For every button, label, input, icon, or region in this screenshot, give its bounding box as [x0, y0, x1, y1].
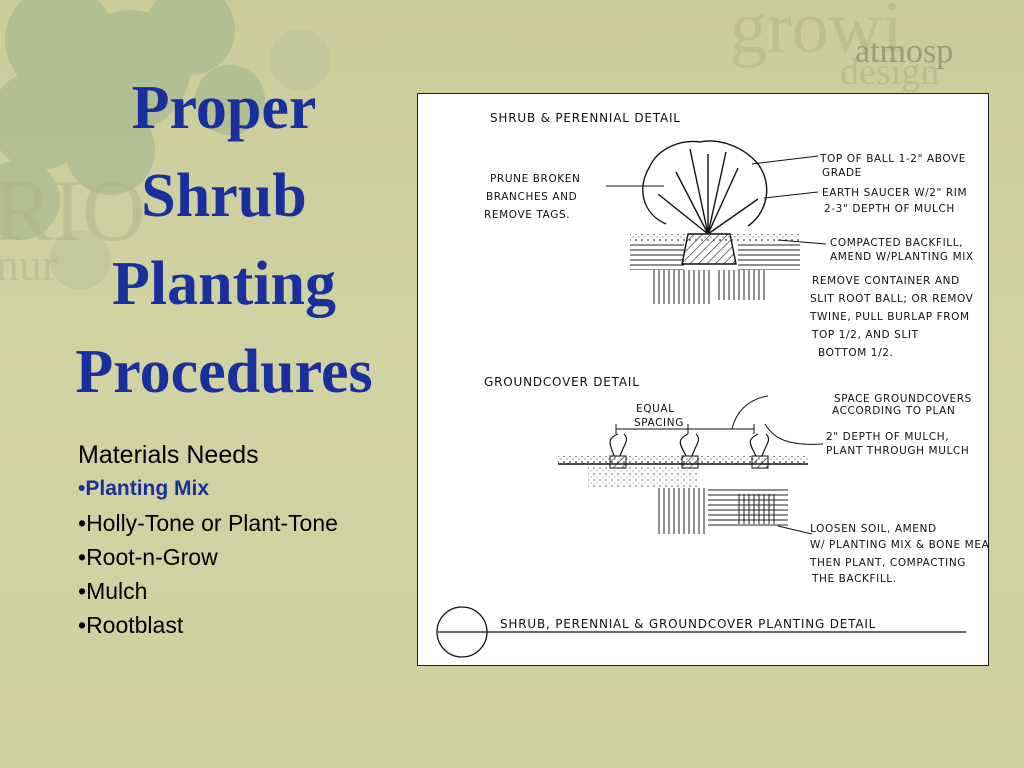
groundcover-plants — [609, 433, 770, 457]
list-item: •Root-n-Grow — [78, 544, 218, 570]
list-item: •Holly-Tone or Plant-Tone — [78, 510, 338, 536]
svg-text:PRUNE BROKEN: PRUNE BROKEN — [490, 173, 580, 185]
materials-heading: Materials Needs — [78, 441, 259, 469]
svg-text:nur: nur — [0, 239, 57, 290]
top-of-ball-note: TOP OF BALL 1-2" ABOVE GRADE — [819, 153, 966, 179]
svg-text:ACCORDING TO PLAN: ACCORDING TO PLAN — [832, 405, 955, 417]
list-item-text: Holly-Tone or Plant-Tone — [86, 510, 338, 536]
earth-saucer-note: EARTH SAUCER W/2" RIM 2-3" DEPTH OF MULC… — [822, 187, 967, 215]
planting-detail-drawing: SHRUB & PERENNIAL DETAIL — [417, 93, 989, 666]
page-title: Proper Shrub Planting Procedures — [24, 64, 424, 416]
svg-text:REMOVE CONTAINER AND: REMOVE CONTAINER AND — [812, 275, 960, 287]
svg-text:PLANT THROUGH MULCH: PLANT THROUGH MULCH — [826, 445, 969, 457]
svg-text:TOP OF BALL 1-2" ABOVE: TOP OF BALL 1-2" ABOVE — [819, 153, 966, 165]
remove-container-note: REMOVE CONTAINER AND SLIT ROOT BALL; OR … — [809, 275, 974, 359]
list-item-text: Planting Mix — [85, 477, 210, 500]
svg-text:TWINE, PULL BURLAP FROM: TWINE, PULL BURLAP FROM — [809, 311, 970, 323]
list-item: •Planting Mix — [78, 477, 210, 500]
watermark-text-1: growi — [730, 0, 903, 69]
list-item-text: Rootblast — [86, 612, 184, 638]
title-line: Proper — [131, 74, 317, 142]
svg-text:THE BACKFILL.: THE BACKFILL. — [811, 573, 897, 585]
svg-text:BRANCHES AND: BRANCHES AND — [486, 191, 577, 203]
svg-text:W/ PLANTING MIX & BONE MEA: W/ PLANTING MIX & BONE MEA — [810, 539, 988, 551]
detail-sketch: SHRUB & PERENNIAL DETAIL — [436, 111, 988, 658]
title-line: Shrub — [141, 162, 307, 230]
svg-text:2" DEPTH OF MULCH,: 2" DEPTH OF MULCH, — [826, 431, 949, 443]
prune-note: PRUNE BROKEN BRANCHES AND REMOVE TAGS. — [484, 173, 580, 221]
list-item: •Rootblast — [78, 612, 184, 638]
loosen-soil-note: LOOSEN SOIL, AMEND W/ PLANTING MIX & BON… — [809, 523, 988, 585]
svg-text:AMEND W/PLANTING MIX: AMEND W/PLANTING MIX — [830, 251, 974, 263]
shrub-detail-title: SHRUB & PERENNIAL DETAIL — [490, 111, 681, 125]
svg-text:THEN PLANT, COMPACTING: THEN PLANT, COMPACTING — [809, 557, 966, 569]
shrub-canopy — [642, 140, 768, 235]
svg-text:SLIT ROOT BALL; OR REMOV: SLIT ROOT BALL; OR REMOV — [810, 293, 974, 305]
svg-text:REMOVE TAGS.: REMOVE TAGS. — [484, 209, 570, 221]
watermark-text-2: design — [840, 51, 939, 93]
list-item-text: Root-n-Grow — [86, 544, 218, 570]
svg-text:SPACING: SPACING — [634, 417, 684, 429]
equal-spacing-note: EQUAL SPACING — [634, 403, 684, 429]
mulch-layer — [630, 234, 800, 242]
svg-text:BOTTOM 1/2.: BOTTOM 1/2. — [818, 347, 893, 359]
list-item-text: Mulch — [86, 578, 148, 604]
svg-text:SPACE GROUNDCOVERS: SPACE GROUNDCOVERS — [834, 393, 972, 405]
svg-text:2-3" DEPTH OF MULCH: 2-3" DEPTH OF MULCH — [824, 203, 955, 215]
svg-text:EARTH SAUCER W/2" RIM: EARTH SAUCER W/2" RIM — [822, 187, 967, 199]
svg-text:RIO: RIO — [0, 163, 146, 260]
svg-text:EQUAL: EQUAL — [636, 403, 675, 415]
backfill-note: COMPACTED BACKFILL, AMEND W/PLANTING MIX — [830, 237, 974, 263]
watermark-text-3: atmosp — [855, 33, 953, 70]
svg-text:TOP 1/2, AND SLIT: TOP 1/2, AND SLIT — [811, 329, 919, 341]
title-line: Planting — [112, 250, 336, 318]
materials-list: Materials Needs •Planting Mix •Holly-Ton… — [78, 438, 378, 642]
groundcover-detail-title: GROUNDCOVER DETAIL — [484, 375, 640, 389]
svg-text:GRADE: GRADE — [822, 167, 862, 179]
space-groundcovers-note: SPACE GROUNDCOVERS ACCORDING TO PLAN — [832, 393, 972, 417]
title-line: Procedures — [75, 338, 373, 406]
list-item: •Mulch — [78, 578, 148, 604]
svg-text:LOOSEN SOIL, AMEND: LOOSEN SOIL, AMEND — [810, 523, 937, 535]
groundcover-mulch-note: 2" DEPTH OF MULCH, PLANT THROUGH MULCH — [826, 431, 969, 457]
svg-text:COMPACTED BACKFILL,: COMPACTED BACKFILL, — [830, 237, 963, 249]
footer-title: SHRUB, PERENNIAL & GROUNDCOVER PLANTING … — [500, 617, 876, 631]
